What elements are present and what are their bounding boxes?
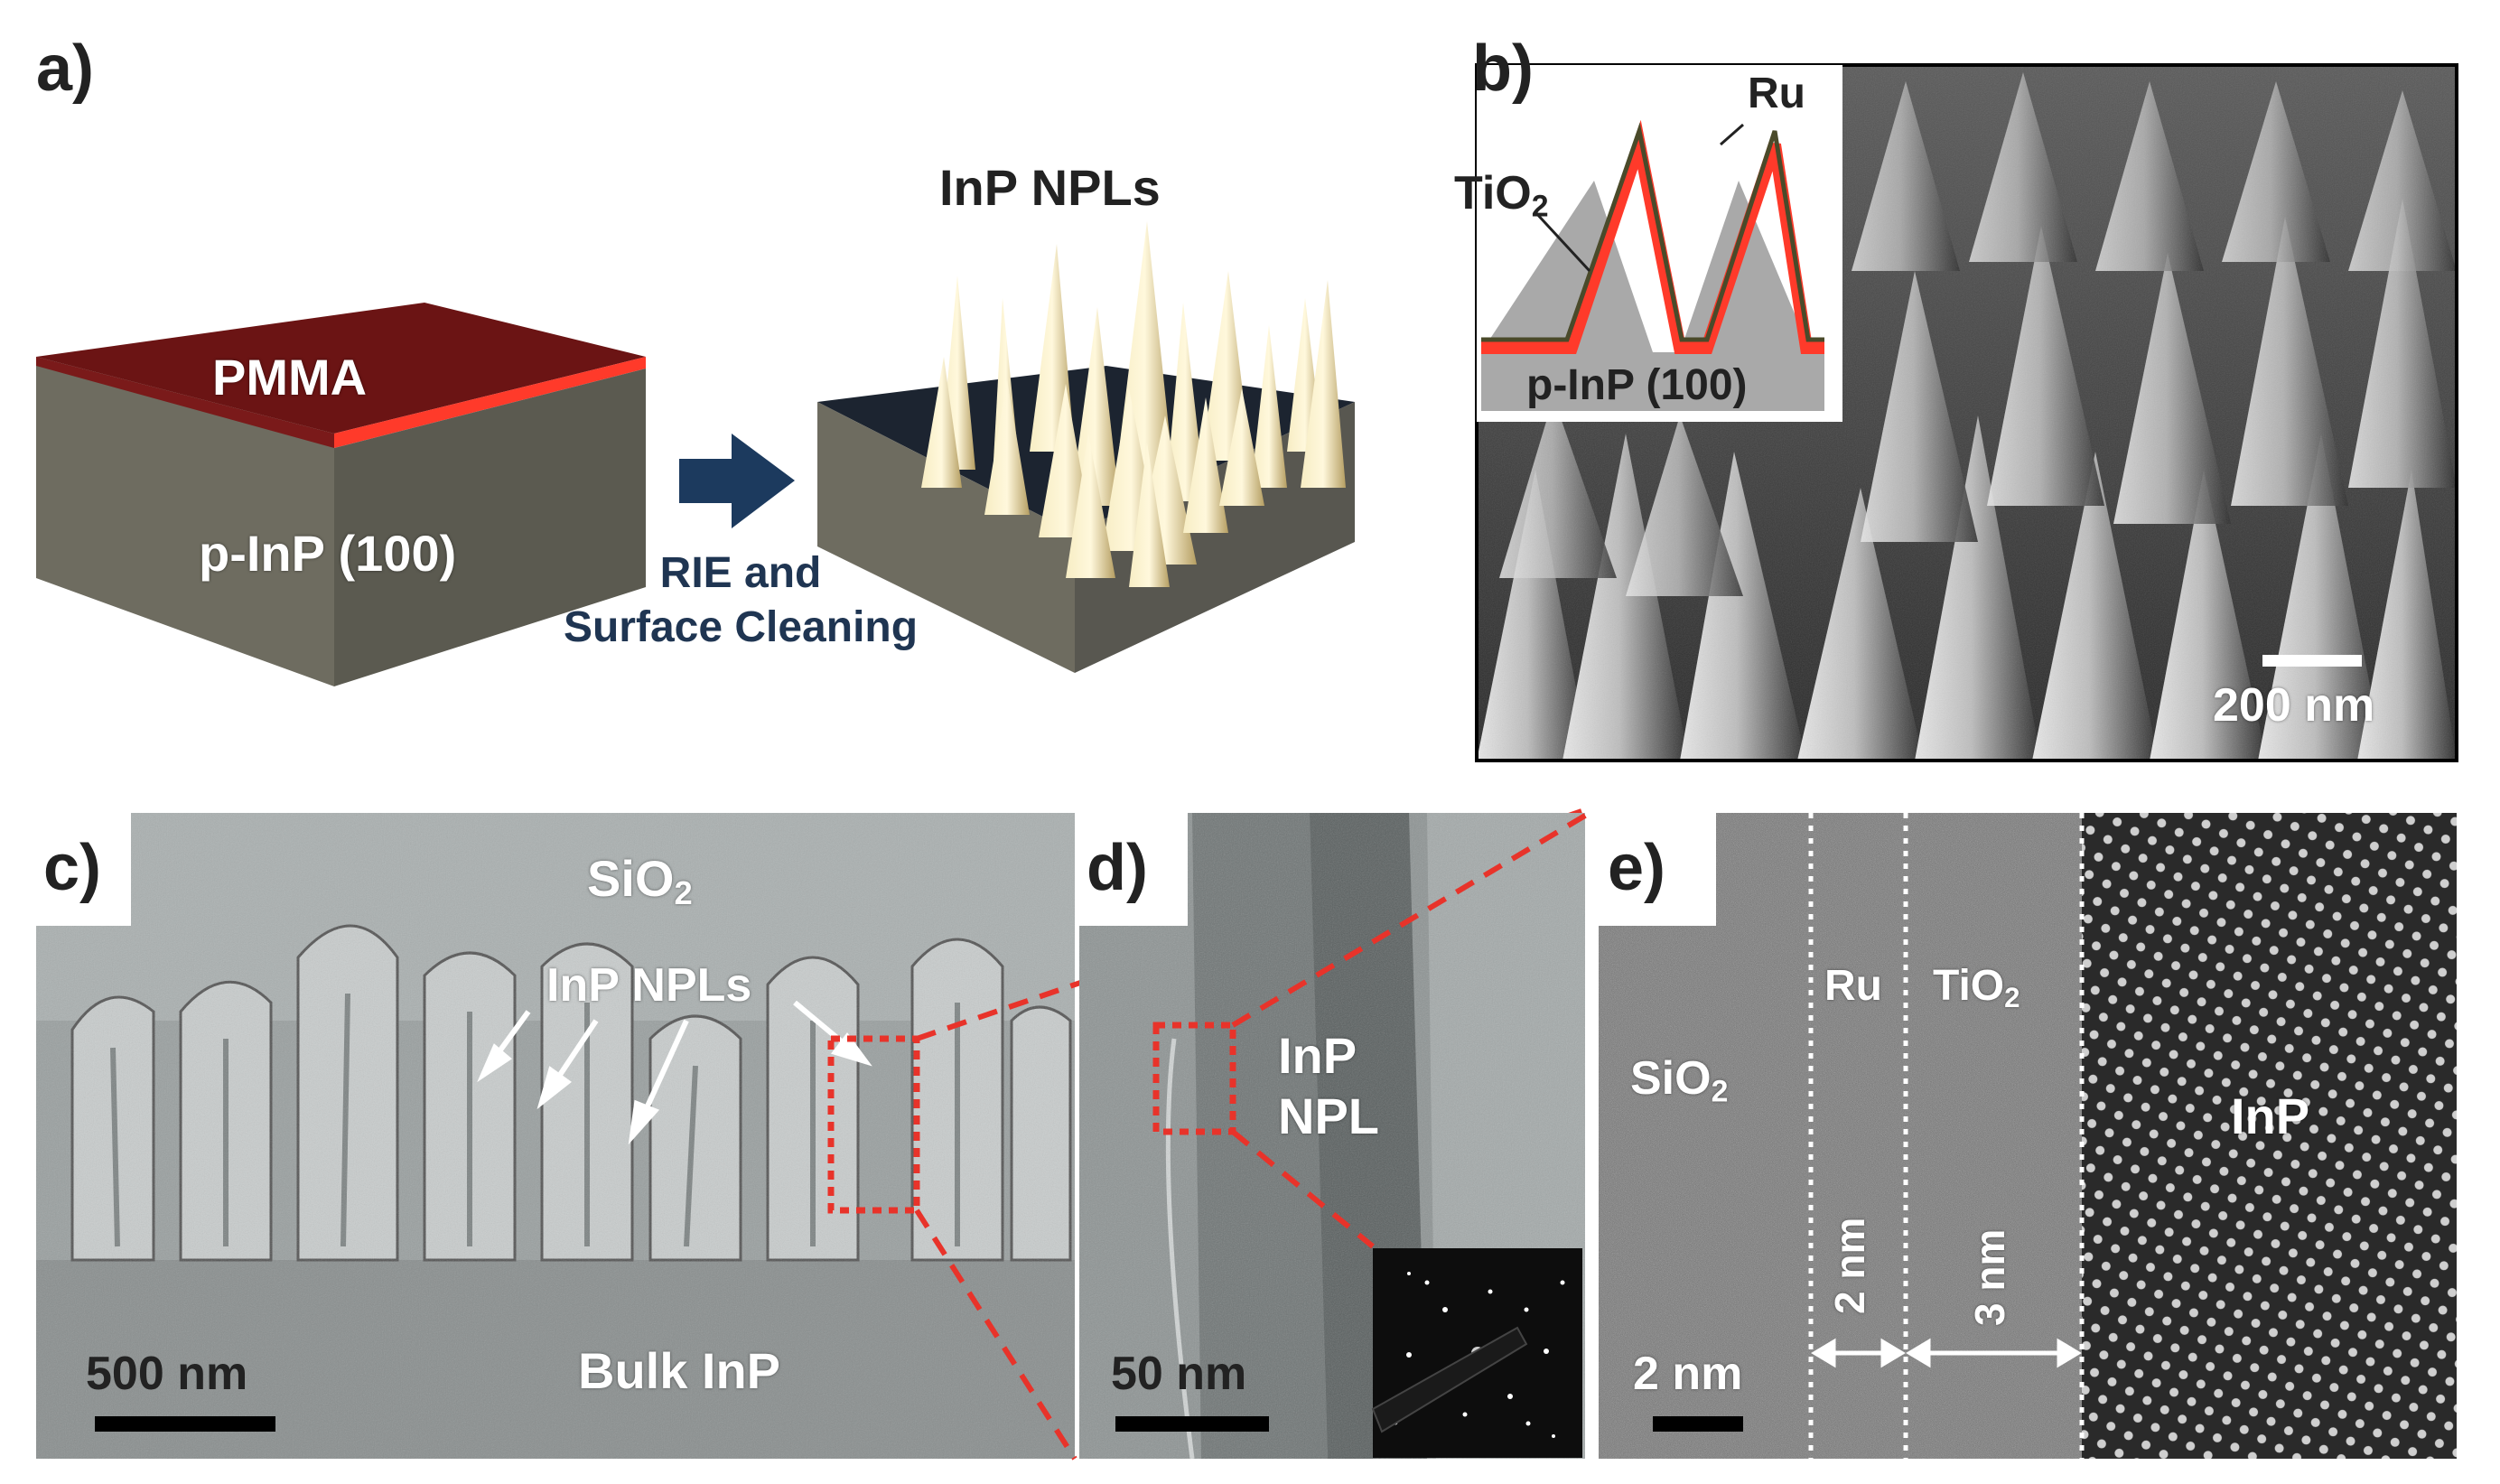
inset-ru-label: Ru (1748, 70, 1805, 117)
ru-thickness-label: 2 nm (1826, 1217, 1873, 1314)
pmma-edge (334, 357, 646, 448)
npl-d-line-1: InP (1278, 1027, 1357, 1084)
npl-spikes (921, 221, 1346, 587)
sio2-e-sub: 2 (1711, 1074, 1729, 1109)
substrate-front-face (36, 357, 334, 686)
panel-b-sem (1475, 63, 2458, 762)
npl-d-line-2: NPL (1278, 1087, 1379, 1145)
tio2-thickness-label: 3 nm (1966, 1228, 2013, 1326)
panel-c-label: c) (43, 832, 102, 904)
substrate-side-face (334, 369, 646, 686)
inset-substrate-label: p-InP (100) (1526, 361, 1748, 409)
tio2-layer (1481, 119, 1824, 354)
npl-arrows (477, 1000, 872, 1145)
bulk-inp-label: Bulk InP (578, 1342, 781, 1399)
sio2-main: SiO (587, 850, 675, 907)
zoom-box-d (1152, 1022, 1236, 1135)
ru-e-label: Ru (1824, 962, 1882, 1010)
tio2-e-main: TiO (1933, 962, 2005, 1010)
inset-tio2-main: TiO (1454, 167, 1532, 219)
inp-e-label: InP (2231, 1087, 2310, 1144)
scale-bar-d-label: 50 nm (1111, 1348, 1247, 1400)
inset-tio2-sub: 2 (1531, 189, 1549, 224)
sio2-e-label: SiO2 (1630, 1055, 1728, 1107)
inset-tio2-label: TiO2 (1454, 170, 1549, 222)
panel-e-hrtem (1599, 813, 2457, 1459)
ru-layer (1481, 122, 1824, 342)
scale-bar-c-label: 500 nm (86, 1348, 248, 1400)
substrate-label: p-InP (100) (199, 525, 457, 582)
panel-e-label: e) (1608, 832, 1666, 904)
zoom-box-c (827, 1035, 920, 1214)
sio2-sub: 2 (674, 874, 693, 912)
process-line-1: RIE and (659, 549, 822, 597)
process-label: RIE and Surface Cleaning (524, 546, 957, 655)
scale-bar-b-label: 200 nm (2213, 679, 2375, 732)
panel-c-tem (36, 813, 1075, 1459)
tio2-e-label: TiO2 (1933, 965, 2020, 1012)
sio2-top-label: SiO2 (587, 854, 693, 910)
panel-d-label: d) (1087, 832, 1148, 904)
panel-a-label: a) (36, 33, 95, 105)
scale-bar-e-label: 2 nm (1633, 1348, 1743, 1400)
sio2-e-main: SiO (1630, 1052, 1712, 1105)
tio2-e-sub: 2 (2004, 981, 2020, 1013)
process-arrow (679, 434, 795, 528)
npl-label: InP NPLs (939, 159, 1161, 216)
thickness-arrows (1811, 1338, 2082, 1368)
npl-arrow-label: InP NPLs (546, 959, 752, 1012)
panel-b-label: b) (1472, 33, 1534, 105)
panel-d-tem (1079, 813, 1585, 1460)
process-line-2: Surface Cleaning (563, 603, 919, 651)
pmma-top-face (36, 303, 646, 434)
npl-text-d: InP NPL (1278, 1025, 1379, 1146)
pmma-label: PMMA (212, 349, 368, 406)
panel-a-graphic (36, 221, 1355, 686)
